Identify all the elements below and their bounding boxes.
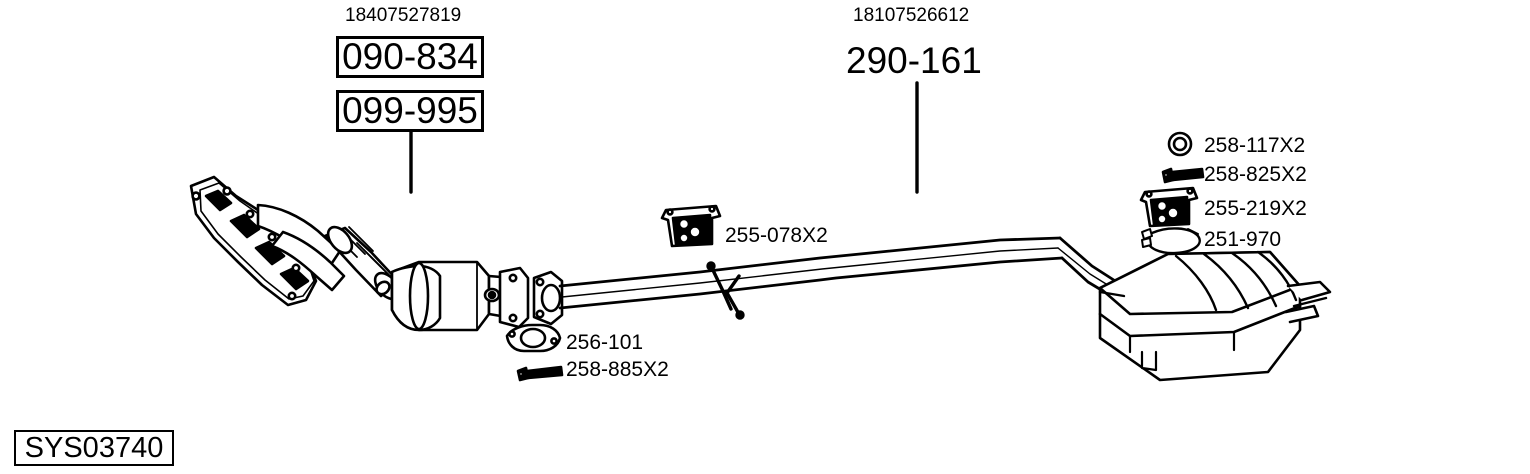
code-290-161[interactable]: 290-161: [846, 40, 982, 81]
rubber-mount-icon-255-219: [1139, 186, 1199, 228]
mid-pipe: [558, 236, 1122, 310]
pipe-hanger-rod: [706, 261, 745, 320]
code-090-834-label: 090-834: [342, 36, 478, 77]
oem-number-right: 18107526612: [853, 5, 970, 26]
part-label-255-078[interactable]: 255-078X2: [725, 224, 828, 247]
bolt-icon-258-885: [516, 365, 564, 382]
part-label-256-101[interactable]: 256-101: [566, 331, 644, 354]
strap-clamp-icon-251-970: [1141, 227, 1201, 255]
system-code-label: SYS03740: [24, 431, 164, 464]
part-label-258-117[interactable]: 258-117X2: [1204, 134, 1306, 157]
front-pipe-flange: [532, 270, 564, 326]
bolt-icon-258-825: [1161, 167, 1205, 184]
ring-icon-258-117: [1167, 131, 1193, 157]
catalytic-converter: [390, 260, 530, 332]
rubber-mount-icon-255-078: [660, 204, 722, 248]
rear-silencer: [1098, 250, 1332, 382]
oem-number-left: 18407527819: [345, 5, 462, 26]
code-box-099-995[interactable]: 099-995: [336, 90, 484, 132]
system-code-box[interactable]: SYS03740: [14, 430, 174, 466]
exhaust-manifold: [189, 175, 346, 307]
part-label-258-825[interactable]: 258-825X2: [1204, 163, 1307, 186]
part-label-251-970[interactable]: 251-970: [1204, 228, 1282, 251]
part-label-255-219[interactable]: 255-219X2: [1204, 197, 1307, 220]
code-099-995-label: 099-995: [342, 90, 478, 131]
part-label-258-885[interactable]: 258-885X2: [566, 358, 669, 381]
gasket-icon-256-101: [505, 323, 562, 353]
code-box-090-834[interactable]: 090-834: [336, 36, 484, 78]
